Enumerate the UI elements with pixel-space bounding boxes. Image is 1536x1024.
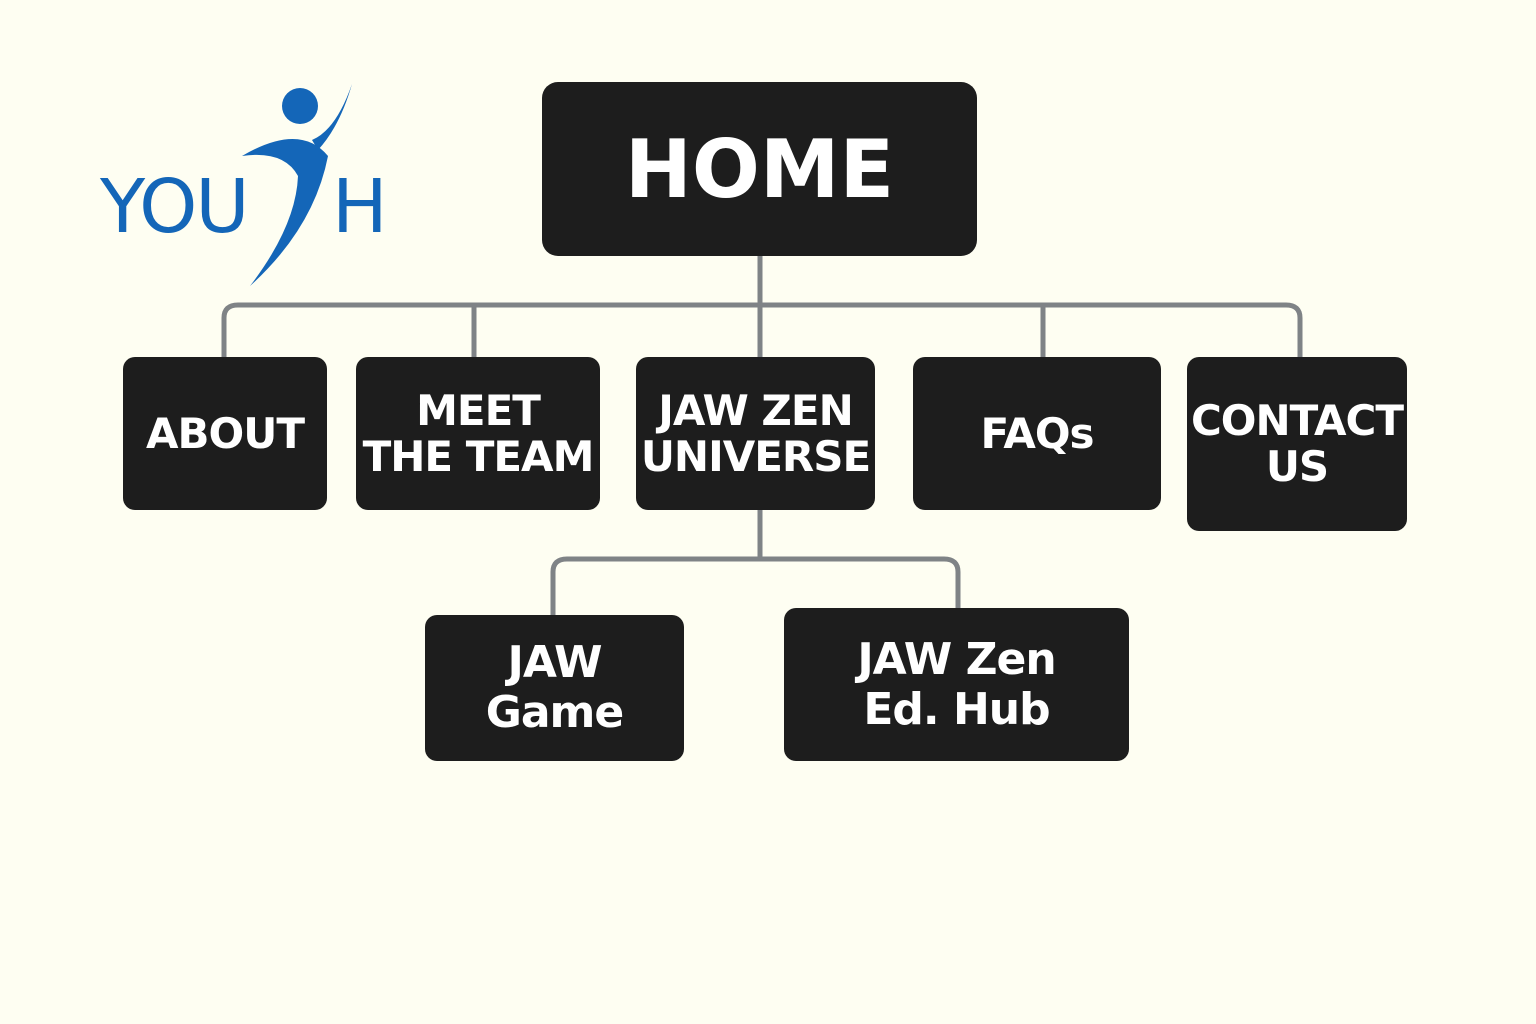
meet-the-team-node[interactable]: MEET THE TEAM bbox=[356, 357, 600, 510]
logo-text-you: YOU bbox=[100, 164, 250, 250]
jaw-game-node[interactable]: JAW Game bbox=[425, 615, 684, 761]
jaw-zen-ed-hub-node[interactable]: JAW Zen Ed. Hub bbox=[784, 608, 1129, 761]
home-label: HOME bbox=[624, 122, 895, 216]
faqs-label: FAQs bbox=[980, 408, 1094, 458]
jaw-game-label: JAW Game bbox=[485, 637, 624, 738]
contact-us-label: CONTACT US bbox=[1190, 396, 1404, 491]
connector-level2-bus bbox=[550, 556, 961, 618]
about-node[interactable]: ABOUT bbox=[123, 357, 327, 510]
home-node[interactable]: HOME bbox=[542, 82, 977, 256]
connector-level1-bus bbox=[221, 302, 1303, 360]
jaw-zen-universe-label: JAW ZEN UNIVERSE bbox=[640, 385, 871, 481]
faqs-node[interactable]: FAQs bbox=[913, 357, 1161, 510]
about-label: ABOUT bbox=[146, 408, 305, 458]
contact-us-node[interactable]: CONTACT US bbox=[1187, 357, 1407, 531]
logo-text-h: H bbox=[332, 164, 388, 250]
youth-logo: YOU H bbox=[100, 78, 400, 290]
person-figure-icon bbox=[242, 84, 352, 286]
jaw-zen-universe-node[interactable]: JAW ZEN UNIVERSE bbox=[636, 357, 875, 510]
meet-the-team-label: MEET THE TEAM bbox=[362, 385, 595, 481]
jaw-zen-ed-hub-label: JAW Zen Ed. Hub bbox=[857, 633, 1056, 735]
